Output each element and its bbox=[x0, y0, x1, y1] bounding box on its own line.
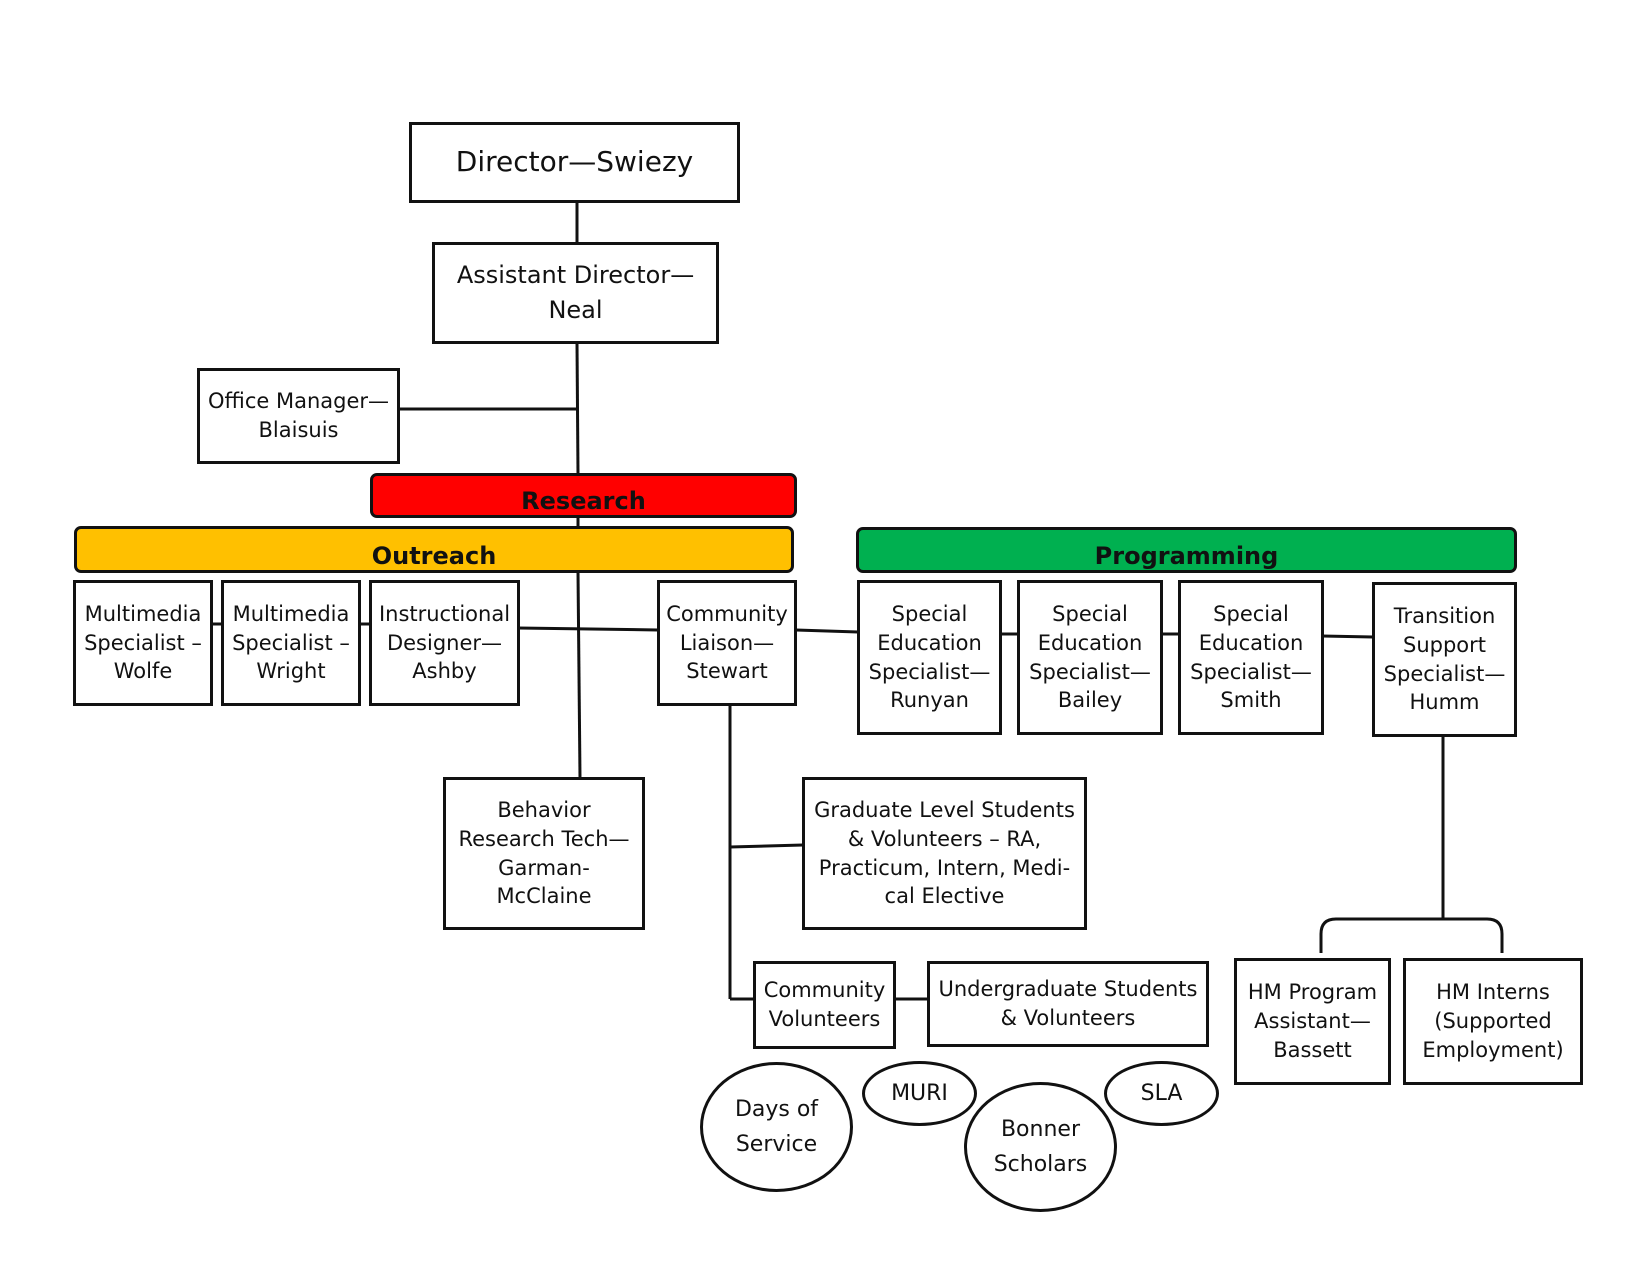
days-of-service-oval: Days of Service bbox=[700, 1062, 853, 1192]
connector-ashby-liaison bbox=[517, 626, 659, 632]
director-box: Director—Swiezy bbox=[409, 122, 740, 203]
transition-support-box: Transition Support Specialist— Humm bbox=[1372, 582, 1517, 737]
multimedia-wolfe-box: Multimedia Specialist – Wolfe bbox=[73, 580, 213, 706]
community-volunteers-box: Community Volunteers bbox=[753, 961, 896, 1049]
programming-band: Programming bbox=[856, 527, 1517, 573]
office-manager-box: Office Manager— Blaisuis bbox=[197, 368, 400, 464]
hm-program-assistant-box: HM Program Assistant— Bassett bbox=[1234, 958, 1391, 1085]
sped-runyan-box: Special Education Specialist— Runyan bbox=[857, 580, 1002, 735]
connector-smith-transition bbox=[1321, 634, 1374, 639]
assistant-director-box: Assistant Director— Neal bbox=[432, 242, 719, 344]
connector-assistant-research bbox=[575, 342, 580, 475]
hm-interns-box: HM Interns (Supported Employment) bbox=[1403, 958, 1583, 1085]
instructional-designer-box: Instructional Designer— Ashby bbox=[369, 580, 520, 706]
graduate-students-box: Graduate Level Students & Volunteers – R… bbox=[802, 777, 1087, 930]
sla-oval: SLA bbox=[1104, 1061, 1219, 1126]
sped-bailey-box: Special Education Specialist— Bailey bbox=[1017, 580, 1163, 735]
outreach-band: Outreach bbox=[74, 526, 794, 573]
bonner-scholars-oval: Bonner Scholars bbox=[964, 1082, 1117, 1212]
connector-hm-bracket bbox=[1319, 917, 1504, 953]
community-liaison-box: Community Liaison— Stewart bbox=[657, 580, 797, 706]
connector-outreach-behavior-tech bbox=[576, 571, 582, 779]
research-band: Research bbox=[370, 473, 797, 518]
connector-liaison-runyan bbox=[795, 628, 859, 634]
undergraduate-students-box: Undergraduate Students & Volunteers bbox=[927, 961, 1209, 1047]
muri-oval: MURI bbox=[862, 1061, 977, 1126]
multimedia-wright-box: Multimedia Specialist – Wright bbox=[221, 580, 361, 706]
connector-liaison-graduate bbox=[729, 843, 804, 849]
behavior-research-tech-box: Behavior Research Tech— Garman- McClaine bbox=[443, 777, 645, 930]
sped-smith-box: Special Education Specialist— Smith bbox=[1178, 580, 1324, 735]
